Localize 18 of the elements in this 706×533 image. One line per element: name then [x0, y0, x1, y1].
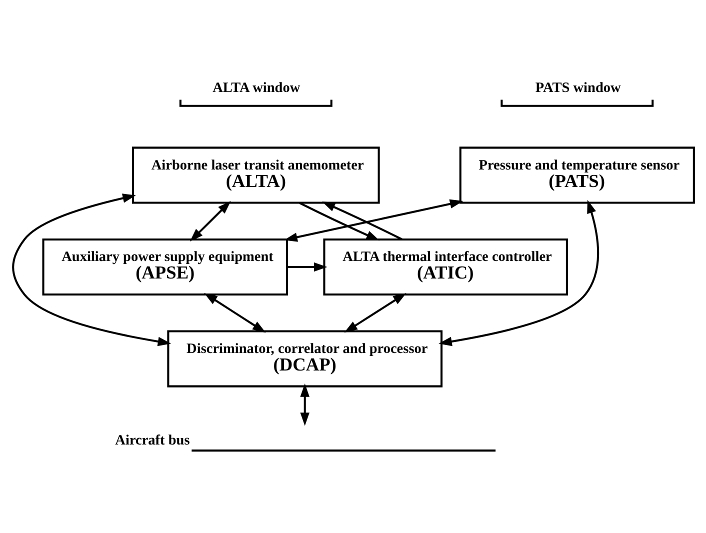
arrow: [321, 201, 402, 240]
arrow: [298, 202, 380, 240]
node-text: Aircraft bus: [114, 432, 190, 448]
arrow: [12, 193, 171, 346]
node-box: Auxiliary power supply equipment (APSE): [42, 238, 288, 296]
arrow: [204, 292, 266, 332]
node-box: Airborne laser transit anemometer (ALTA): [132, 146, 380, 204]
arrow: [284, 198, 463, 242]
node-text: ALTA window: [212, 79, 300, 96]
arrow: [286, 262, 327, 272]
arrow: [344, 292, 406, 332]
node-box: Pressure and temperature sensor (PATS): [458, 146, 694, 204]
arrow: [189, 200, 230, 242]
arrow: [438, 199, 599, 346]
node-box: ALTA thermal interface controller (ATIC): [322, 238, 568, 296]
arrow: [300, 383, 309, 426]
node-text: PATS window: [534, 79, 620, 96]
node-box: Discriminator, correlator and processor (DCAP): [166, 330, 442, 387]
